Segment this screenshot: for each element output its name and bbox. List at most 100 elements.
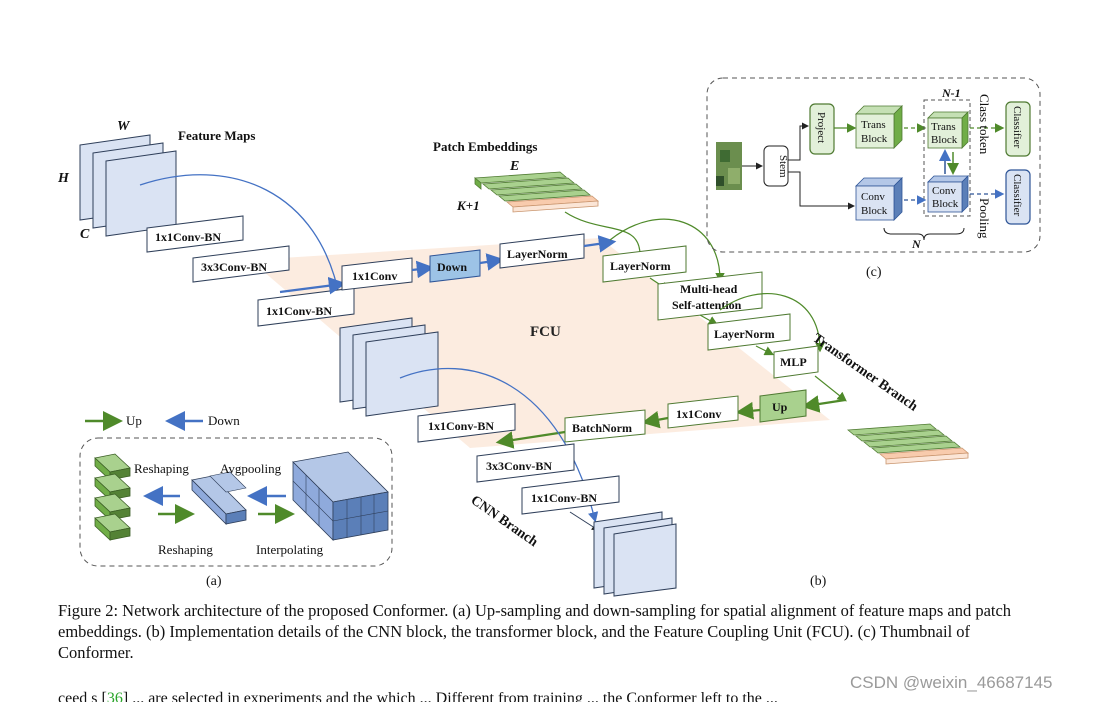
panel-a-frame: [79, 437, 393, 567]
panel-c-project: Project: [809, 103, 835, 155]
svg-text:3x3Conv-BN: 3x3Conv-BN: [201, 260, 267, 274]
fcu-down-layernorm: LayerNorm: [499, 233, 585, 269]
svg-text:Block: Block: [861, 205, 888, 217]
panel-c-pooling: Pooling: [977, 198, 992, 239]
svg-text:LayerNorm: LayerNorm: [507, 247, 568, 261]
down-arrow-3: [479, 253, 505, 271]
svg-text:BatchNorm: BatchNorm: [572, 421, 632, 435]
svg-text:Trans: Trans: [931, 121, 956, 133]
panel-c-n1-group: [923, 99, 971, 217]
svg-text:LayerNorm: LayerNorm: [714, 327, 775, 341]
transformer-residual-2: [719, 293, 825, 353]
legend: Up Down: [85, 411, 240, 431]
panel-c-conv-block-2: Conv Block: [927, 175, 969, 213]
svg-text:Down: Down: [437, 260, 467, 274]
down-arrow-1: [279, 276, 347, 295]
svg-text:Block: Block: [861, 133, 888, 145]
svg-text:1x1Conv-BN: 1x1Conv-BN: [266, 304, 332, 318]
transformer-mlp: MLP: [773, 345, 819, 379]
transformer-layernorm-2: LayerNorm: [707, 313, 791, 351]
down-arrow-4: [583, 235, 617, 253]
fcu-label: FCU: [530, 324, 561, 340]
transformer-residual-1: [609, 218, 725, 283]
svg-text:Classifier: Classifier: [1011, 106, 1023, 148]
panel-c-class-token: Class token: [977, 94, 992, 155]
svg-text:Project: Project: [815, 112, 827, 143]
panel-c-trans-block-1: Trans Block: [855, 105, 903, 149]
up-arrow-1: [801, 395, 846, 413]
feature-maps-output: [593, 511, 677, 597]
panel-a-interpolating: Interpolating: [256, 542, 324, 557]
fcu-down-block: Down: [429, 249, 481, 283]
svg-text:LayerNorm: LayerNorm: [610, 259, 671, 273]
cnn-right-conv1b: 1x1Conv-BN: [521, 475, 620, 515]
transformer-mhsa: Multi-head Self-attention: [657, 271, 763, 321]
svg-text:1x1Conv: 1x1Conv: [352, 269, 397, 283]
svg-text:Block: Block: [932, 198, 959, 210]
panel-c-trans-block-2: Trans Block: [927, 111, 969, 149]
transformer-layernorm-1: LayerNorm: [602, 245, 687, 283]
svg-text:3x3Conv-BN: 3x3Conv-BN: [486, 459, 552, 473]
fcu-down-conv: 1x1Conv: [341, 257, 413, 291]
cut-off-text-after: ] ... are selected in experiments and th…: [122, 690, 778, 702]
svg-text:Classifier: Classifier: [1011, 174, 1023, 216]
svg-text:1x1Conv-BN: 1x1Conv-BN: [531, 491, 597, 505]
svg-text:1x1Conv-BN: 1x1Conv-BN: [155, 230, 221, 244]
panel-c-input-image: [716, 142, 742, 190]
dimension-c: C: [80, 227, 90, 242]
patch-embeddings-top: [473, 171, 600, 213]
cnn-right-conv1: 1x1Conv-BN: [417, 403, 516, 443]
panel-c-n-label: N: [911, 237, 922, 251]
fcu-plane: [250, 238, 830, 448]
cnn-left-conv1b: 1x1Conv-BN: [257, 287, 355, 327]
citation-link[interactable]: 36: [106, 690, 123, 702]
fcu-up-block: Up: [759, 389, 807, 423]
figure-caption: Figure 2: Network architecture of the pr…: [58, 601, 1012, 662]
panel-c-classifier-bottom: Classifier: [1005, 169, 1031, 225]
cut-off-text-before: ceed s [: [58, 690, 107, 702]
cnn-left-conv1: 1x1Conv-BN: [146, 215, 244, 253]
panel-c-label: (c): [866, 265, 882, 280]
transformer-skip-arrow: [564, 211, 641, 256]
dimension-w: W: [117, 119, 131, 134]
svg-text:Self-attention: Self-attention: [672, 298, 742, 312]
down-arrow-2: [411, 260, 435, 279]
svg-text:Up: Up: [772, 400, 788, 414]
cnn-right-conv3: 3x3Conv-BN: [476, 443, 575, 483]
panel-a-small-grid: [191, 471, 247, 525]
fcu-up-batchnorm: BatchNorm: [564, 409, 646, 443]
svg-text:Conv: Conv: [861, 191, 885, 203]
panel-c-stem: Stem: [763, 145, 789, 187]
dimension-k: K+1: [456, 198, 480, 213]
csdn-watermark: CSDN @weixin_46687145: [850, 673, 1053, 692]
panel-a-large-grid: [292, 451, 389, 541]
svg-text:Trans: Trans: [861, 119, 886, 131]
feature-maps-stack: [79, 134, 177, 237]
panel-c-n1-label: N-1: [941, 86, 961, 100]
svg-text:Conv: Conv: [932, 185, 956, 197]
legend-down-label: Down: [208, 413, 240, 428]
cnn-skip-arrow-top: [139, 174, 344, 303]
panel-c-conv-block-1: Conv Block: [855, 177, 903, 221]
svg-text:1x1Conv: 1x1Conv: [676, 407, 721, 421]
cut-off-body-text: ceed s [36] ... are selected in experime…: [58, 688, 1058, 702]
panel-a-reshaping-bottom: Reshaping: [158, 542, 213, 557]
dimension-h: H: [57, 171, 70, 186]
patch-embeddings-bottom: [846, 423, 970, 465]
dimension-e: E: [509, 159, 519, 174]
fcu-up-conv: 1x1Conv: [667, 395, 739, 429]
svg-text:MLP: MLP: [780, 355, 807, 369]
cnn-skip-arrow-bottom: [399, 367, 599, 523]
panel-a-reshaping-top: Reshaping: [134, 461, 189, 476]
patch-embeddings-title: Patch Embeddings: [433, 139, 537, 154]
panel-a-tokens: [94, 453, 131, 541]
panel-b-label: (b): [810, 574, 827, 589]
panel-c-classifier-top: Classifier: [1005, 101, 1031, 157]
panel-a-label: (a): [206, 574, 222, 589]
svg-text:1x1Conv-BN: 1x1Conv-BN: [428, 419, 494, 433]
cnn-left-conv3: 3x3Conv-BN: [192, 245, 290, 283]
feature-maps-title: Feature Maps: [178, 128, 255, 143]
svg-text:Stem: Stem: [777, 155, 789, 178]
panel-c-frame: [706, 77, 1041, 253]
feature-maps-middle: [339, 317, 439, 417]
